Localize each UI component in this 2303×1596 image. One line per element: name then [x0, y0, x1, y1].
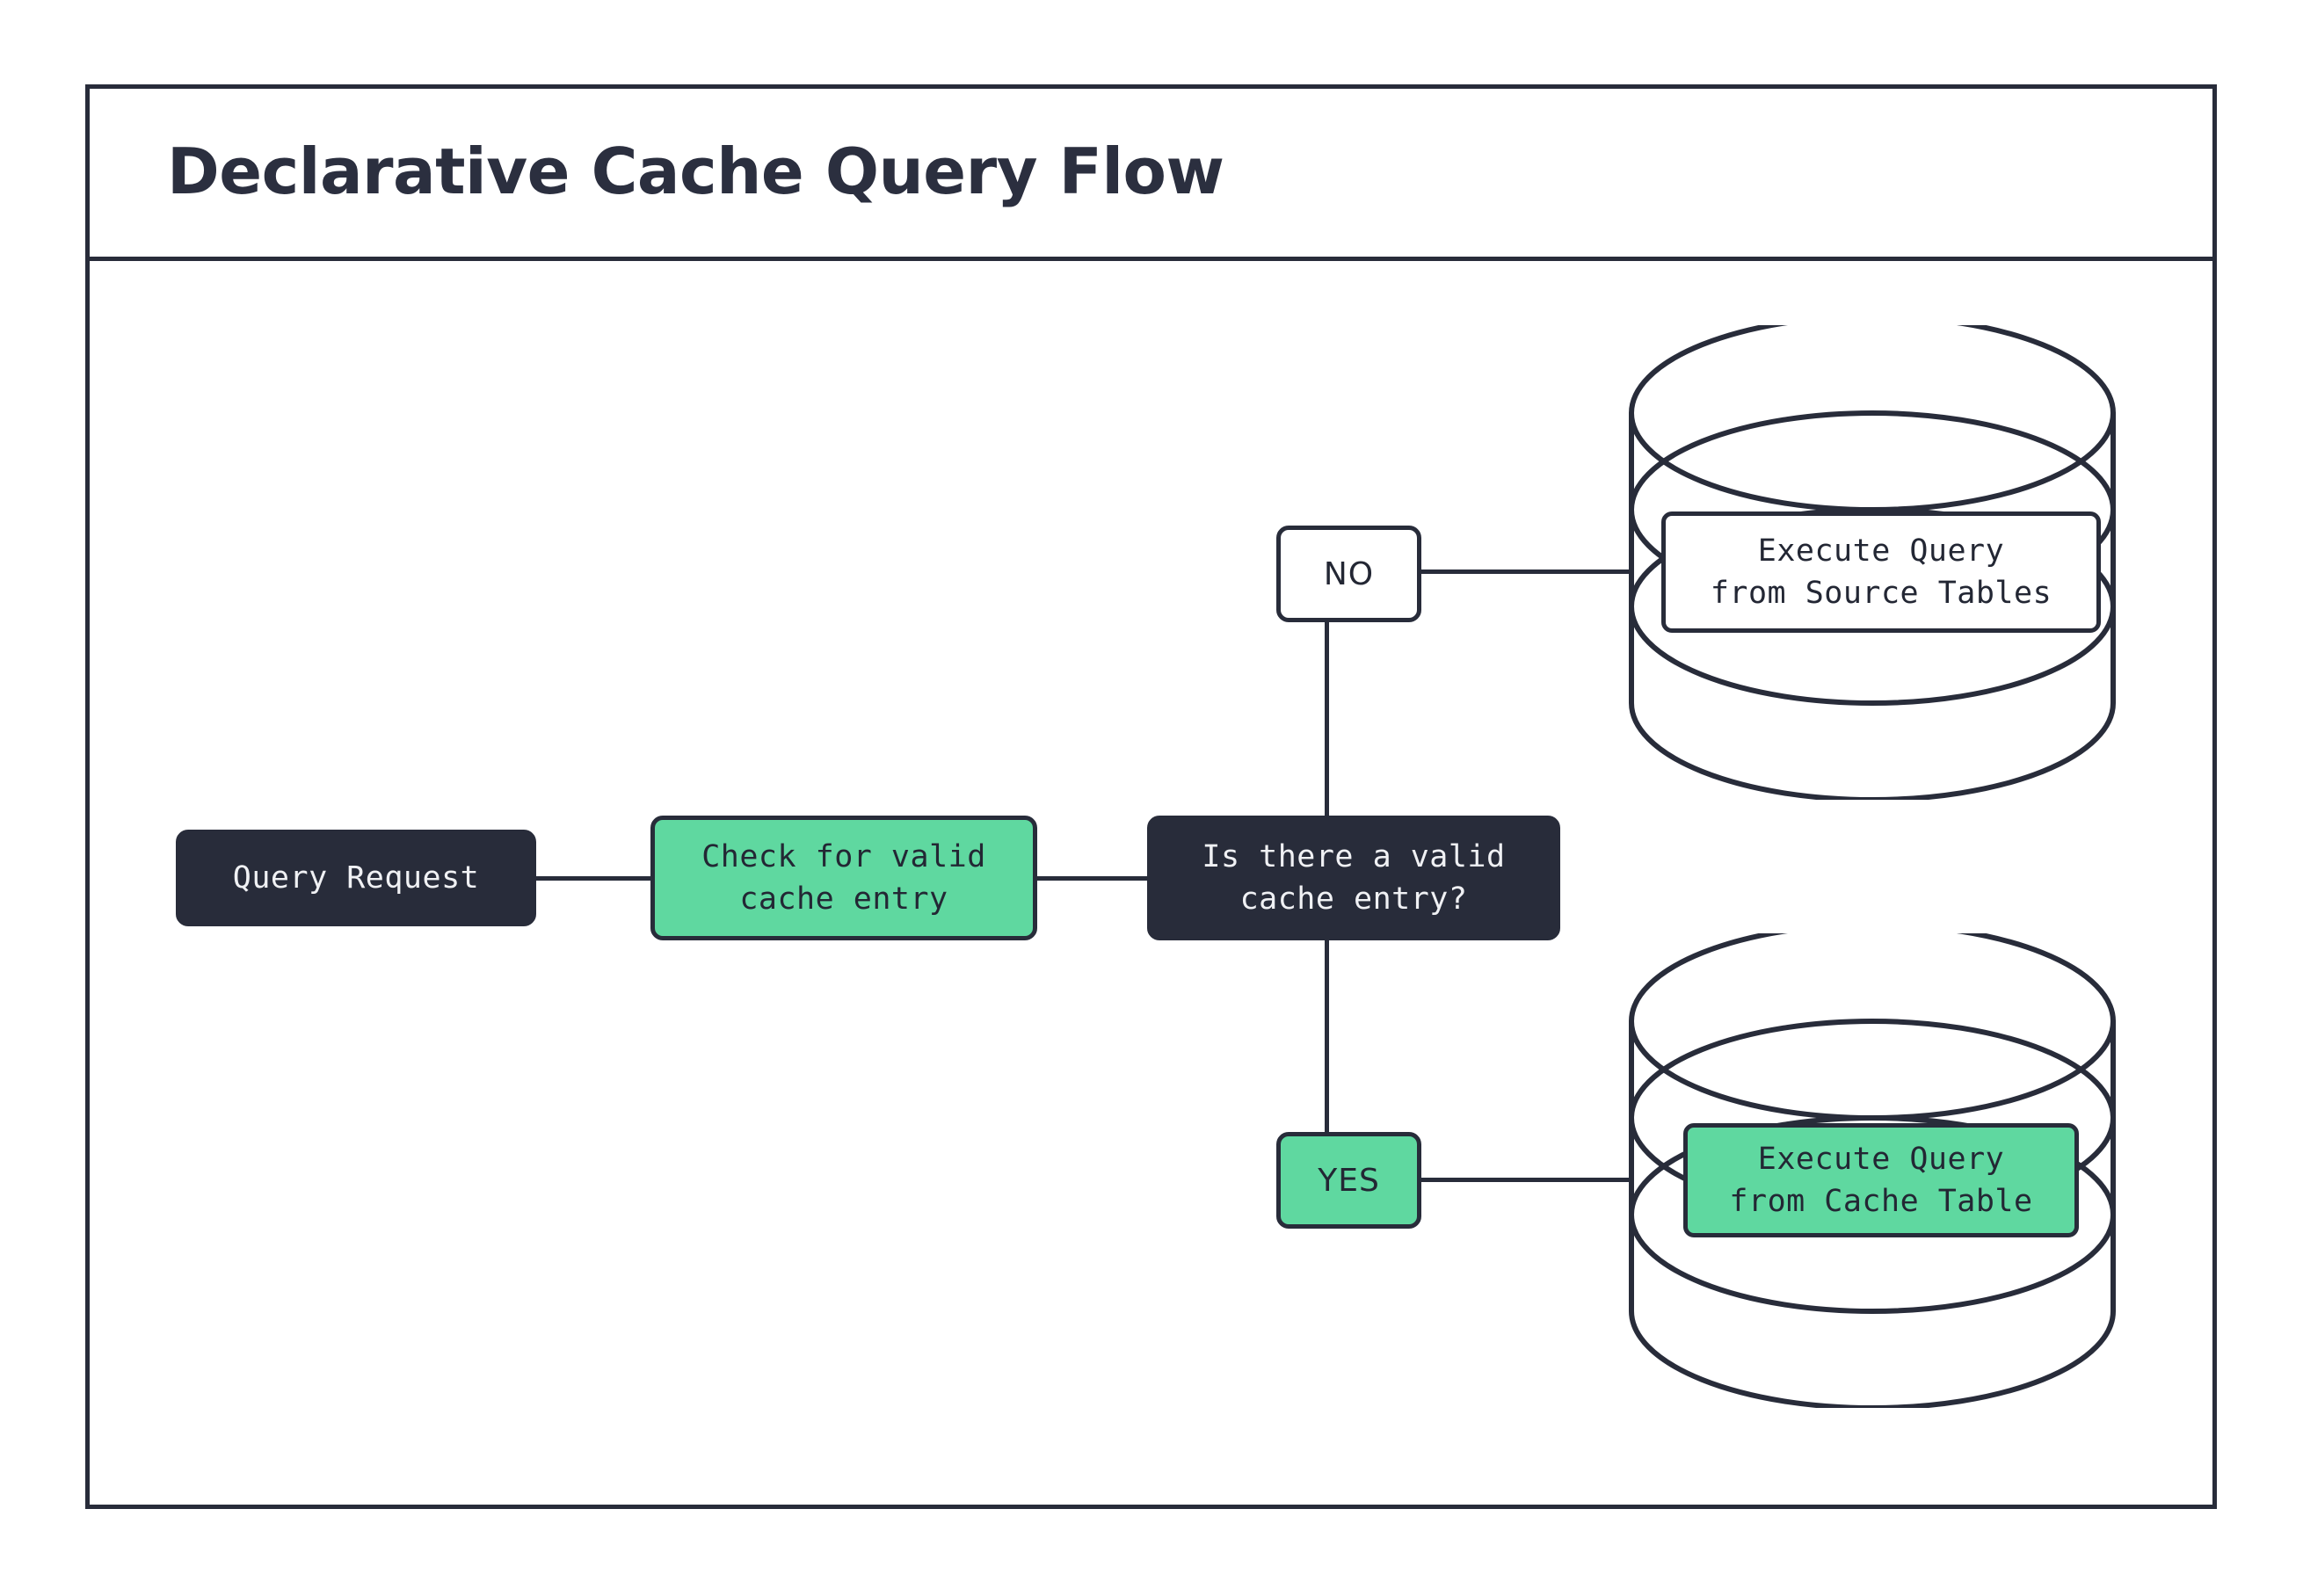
- node-check-for-valid-cache-entry[interactable]: Check for valid cache entry: [650, 816, 1037, 940]
- connector-request-to-check: [534, 876, 654, 881]
- connector-decision-to-yes: [1325, 938, 1329, 1135]
- page-title: Declarative Cache Query Flow: [167, 134, 1224, 208]
- node-query-request[interactable]: Query Request: [176, 830, 536, 926]
- connector-decision-to-no: [1325, 618, 1329, 818]
- diagram-frame: [85, 84, 2217, 1509]
- connector-yes-to-cache-db: [1418, 1178, 1633, 1182]
- cache-db-label-box[interactable]: Execute Query from Cache Table: [1683, 1123, 2079, 1237]
- connector-no-to-source-db: [1418, 569, 1633, 574]
- edge-label-yes[interactable]: YES: [1276, 1132, 1421, 1229]
- node-decision-valid-cache-entry[interactable]: Is there a valid cache entry?: [1147, 816, 1560, 940]
- header-divider: [85, 257, 2217, 261]
- edge-label-no[interactable]: NO: [1276, 526, 1421, 622]
- connector-check-to-decision: [1035, 876, 1150, 881]
- source-db-label-box[interactable]: Execute Query from Source Tables: [1661, 511, 2101, 633]
